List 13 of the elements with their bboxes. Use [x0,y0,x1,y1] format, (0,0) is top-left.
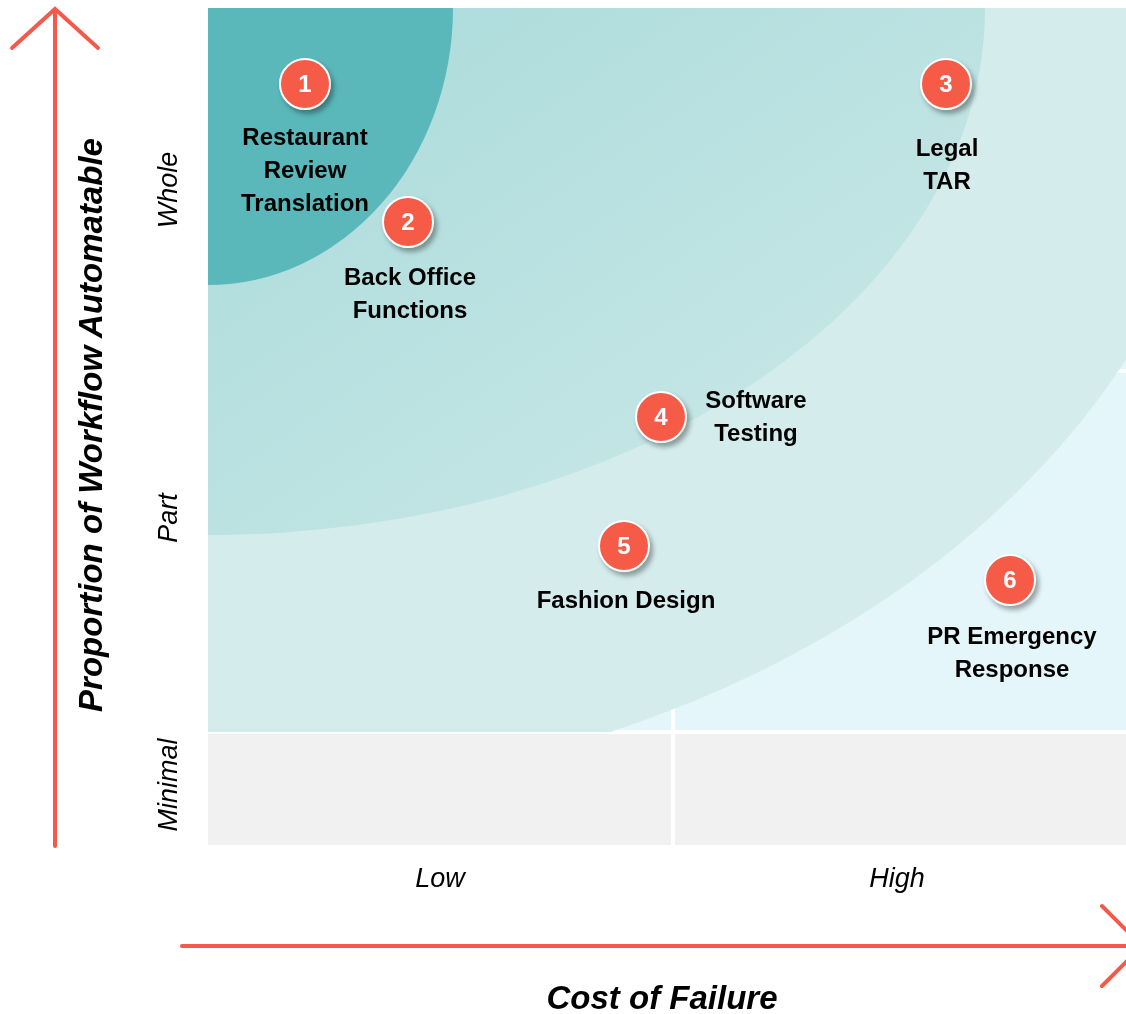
axis-tick-label: High [869,864,925,892]
axis-tick-label: Whole [154,151,182,229]
axis-title: Proportion of Workflow Automatable [73,138,107,712]
axis-title: Cost of Failure [546,980,778,1014]
item-label: PR Emergency Response [926,621,1098,684]
item-label: Restaurant Review Translation [240,122,370,218]
axis-tick-label: Low [415,864,465,892]
item-label: Software Testing [704,385,808,448]
item-label: Fashion Design [535,585,717,615]
item-label: Legal TAR [914,133,980,196]
axis-tick-label: Part [154,493,182,543]
item-label: Back Office Functions [342,262,478,325]
axis-tick-label: Minimal [154,738,182,832]
